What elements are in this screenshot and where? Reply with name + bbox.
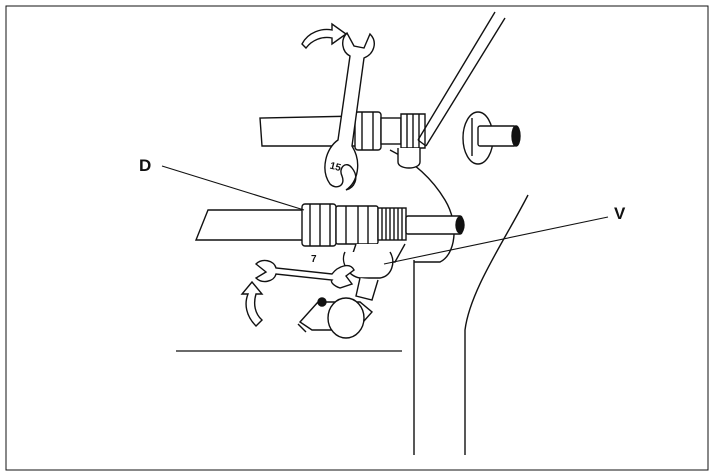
wrench-size-lower: 7 (311, 254, 317, 265)
callout-d: D (139, 156, 151, 175)
wrench-lower (254, 259, 355, 289)
curved-arrow-up-icon (240, 280, 264, 327)
wrench-upper (324, 31, 375, 191)
curved-arrow-right-icon (301, 22, 348, 50)
leader-line-d (161, 165, 305, 211)
lower-pipe-assembly (194, 203, 465, 263)
screwdriver (417, 11, 506, 147)
rear-fitting (462, 111, 521, 165)
wrench-size-upper: 15 (328, 161, 342, 174)
leader-line-v (383, 216, 609, 265)
gas-valve-unit (297, 251, 394, 339)
callout-v: V (614, 204, 626, 223)
